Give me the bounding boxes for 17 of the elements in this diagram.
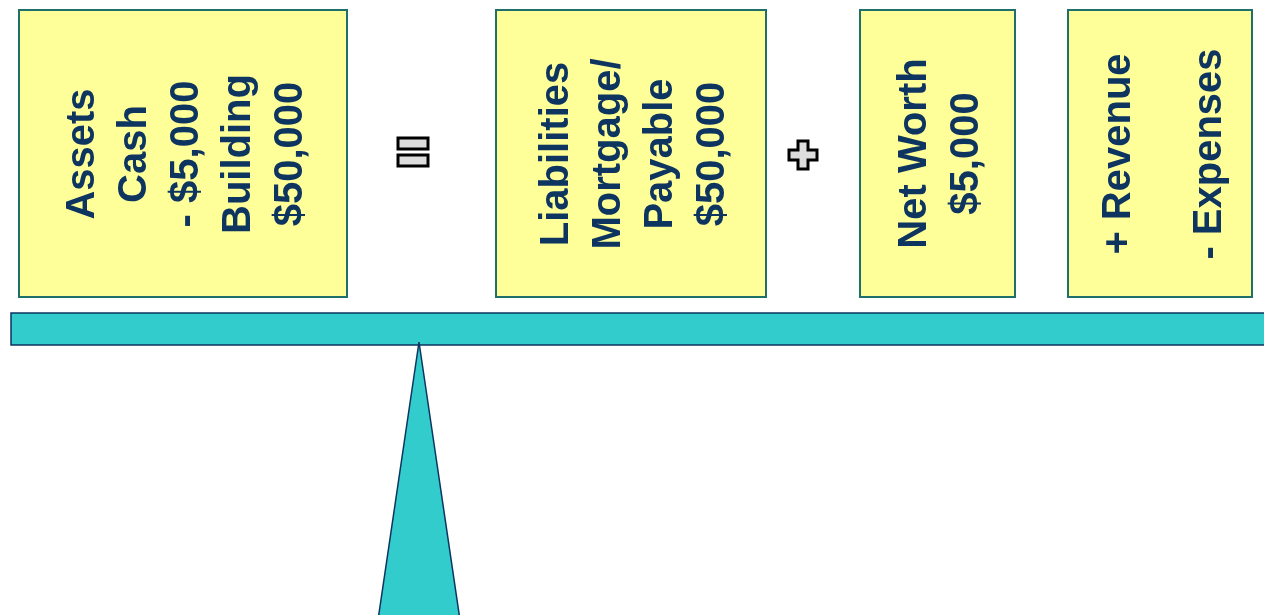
- account-text: - $5,000: [160, 80, 206, 227]
- account-text: $5,000: [940, 92, 987, 215]
- account-text: - Expenses: [1182, 47, 1230, 260]
- account-text: + Revenue: [1091, 52, 1138, 255]
- account-text: Liabilities: [530, 61, 576, 246]
- account-text: Building: [212, 73, 259, 234]
- account-card: [1067, 9, 1253, 298]
- account-text: Cash: [108, 104, 154, 203]
- account-text: Payable: [634, 77, 681, 230]
- account-text: $50,000: [686, 81, 732, 226]
- account-card: [495, 9, 767, 298]
- account-card: [18, 9, 348, 298]
- account-text: Mortgage/: [582, 57, 629, 250]
- account-text: $50,000: [264, 81, 310, 226]
- account-text: Net Worth: [888, 58, 935, 249]
- account-card: [859, 9, 1016, 298]
- account-text: Assets: [56, 87, 102, 220]
